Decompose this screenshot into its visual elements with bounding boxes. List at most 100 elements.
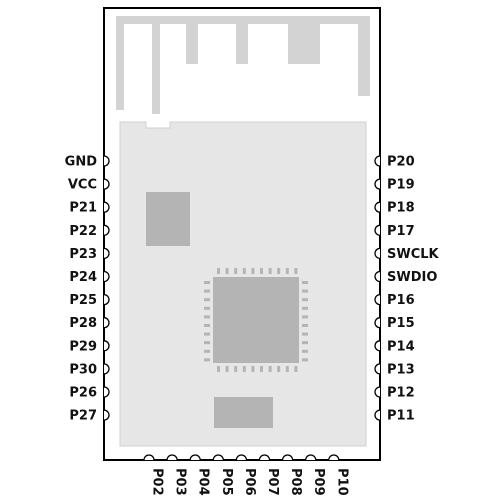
bottom-pin-pad: [281, 454, 294, 461]
antenna-feed: [152, 100, 160, 114]
mcu-lead: [204, 315, 210, 319]
pin-label-p29: P29: [69, 339, 97, 354]
mcu-lead: [204, 332, 210, 336]
mcu-lead: [302, 349, 308, 353]
mcu-lead: [204, 349, 210, 353]
right-pin-pad: [374, 155, 381, 167]
mcu-lead: [294, 268, 298, 274]
pin-label-p22: P22: [69, 224, 97, 239]
pin-label-p25: P25: [69, 293, 97, 308]
mcu-leads: [204, 268, 308, 372]
mcu-lead: [204, 298, 210, 302]
pin-label-p27: P27: [69, 409, 97, 424]
bottom-pin-pad: [189, 454, 201, 461]
pin-label-p03: P03: [173, 468, 188, 496]
mcu-lead: [251, 366, 255, 372]
mcu-lead: [294, 366, 298, 372]
pin-label-p23: P23: [69, 247, 97, 262]
mcu-lead: [302, 298, 308, 302]
mcu-lead: [277, 268, 281, 274]
pin-label-swclk: SWCLK: [387, 247, 440, 262]
left-pin-pad: [103, 340, 110, 352]
antenna-trace: [116, 16, 370, 110]
pin-label-p26: P26: [69, 386, 97, 401]
pin-label-p18: P18: [387, 201, 415, 216]
right-pin-pad: [374, 201, 381, 213]
pin-label-p10: P10: [334, 468, 349, 496]
pin-label-p16: P16: [387, 293, 415, 308]
pin-label-p24: P24: [69, 270, 97, 285]
mcu-lead: [302, 289, 308, 293]
pin-label-p15: P15: [387, 316, 415, 331]
pin-label-p12: P12: [387, 386, 415, 401]
mcu-lead: [225, 366, 229, 372]
small-chip: [146, 192, 190, 246]
mcu-lead: [260, 268, 263, 274]
right-pin-pad: [374, 409, 381, 421]
bottom-pin-pad: [212, 454, 224, 461]
mcu-lead: [204, 281, 210, 284]
mcu-lead: [285, 366, 289, 372]
pin-label-p20: P20: [387, 155, 415, 170]
bottom-pin-pad: [328, 454, 340, 461]
mcu-lead: [225, 268, 229, 274]
mcu-lead: [234, 366, 238, 372]
pin-label-p02: P02: [150, 468, 165, 496]
mcu-lead: [268, 366, 272, 372]
mcu-lead: [277, 366, 281, 372]
mcu-lead: [217, 268, 220, 274]
pin-label-p17: P17: [387, 224, 415, 239]
bottom-pin-pad: [258, 454, 271, 461]
bottom-pin-pad: [235, 454, 248, 461]
mcu-lead: [285, 268, 289, 274]
right-pin-pad: [374, 293, 381, 306]
mcu-lead: [302, 332, 308, 336]
pin-label-p09: P09: [311, 468, 326, 496]
right-pin-pad: [374, 386, 381, 398]
mcu-lead: [302, 281, 308, 284]
mcu-lead: [234, 268, 238, 274]
pin-label-p21: P21: [69, 201, 97, 216]
mcu-lead: [268, 268, 272, 274]
mcu-lead: [302, 315, 308, 319]
right-pin-pad: [374, 317, 381, 329]
right-pin-pad: [374, 178, 381, 190]
mcu-lead: [260, 366, 263, 372]
pin-label-p30: P30: [69, 362, 97, 377]
left-pin-pad: [103, 178, 110, 190]
mcu-lead: [302, 341, 308, 345]
pin-label-vcc: VCC: [68, 178, 97, 193]
mcu-lead: [204, 289, 210, 293]
pin-label-p05: P05: [219, 468, 234, 496]
pin-label-p28: P28: [69, 316, 97, 331]
left-pin-pad: [103, 409, 110, 421]
pin-label-p04: P04: [196, 468, 211, 496]
crystal-component: [214, 397, 273, 428]
mcu-lead: [242, 268, 246, 274]
pin-label-swdio: SWDIO: [387, 270, 437, 285]
pin-label-p11: P11: [387, 409, 415, 424]
mcu-lead: [251, 268, 255, 274]
mcu-lead: [217, 366, 220, 372]
left-pin-pad: [103, 293, 110, 306]
left-pin-pad: [103, 363, 110, 375]
mcu-lead: [204, 358, 210, 362]
pin-label-p07: P07: [265, 468, 280, 496]
left-pin-pad: [103, 201, 110, 213]
right-pin-pad: [374, 224, 381, 236]
left-pin-pad: [103, 224, 110, 236]
pin-label-p14: P14: [387, 339, 415, 354]
mcu-lead: [204, 341, 210, 345]
mcu-lead: [242, 366, 246, 372]
pin-label-p19: P19: [387, 178, 415, 193]
bottom-pin-pad: [143, 454, 155, 461]
right-pin-pad: [374, 270, 381, 283]
left-pin-pad: [103, 386, 110, 398]
right-pin-pad: [374, 363, 381, 375]
mcu-lead: [204, 324, 210, 327]
left-pin-pad: [103, 270, 110, 283]
